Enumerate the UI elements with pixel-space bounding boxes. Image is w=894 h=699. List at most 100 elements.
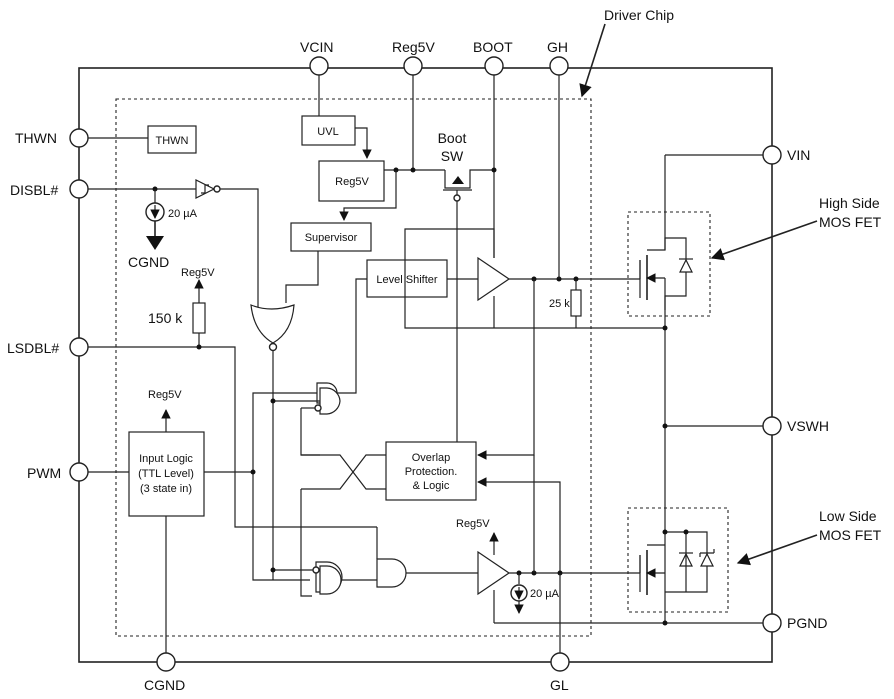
wire-high-driver-supply xyxy=(404,228,665,329)
wire-disbl-to-nor xyxy=(220,188,259,310)
supervisor-block xyxy=(290,222,372,252)
junction-boot xyxy=(491,167,497,173)
current-label-top: 20 µA xyxy=(168,208,198,220)
and-gate-upper-body xyxy=(319,387,341,415)
pin-label-reg5v: Reg5V xyxy=(392,39,435,55)
and-gate-final xyxy=(376,558,407,588)
pin-label-gh: GH xyxy=(547,39,568,55)
input-logic-block xyxy=(128,431,205,517)
uvl-block xyxy=(301,115,356,146)
high-side-label-1: High Side xyxy=(819,195,880,211)
resistor-150k-label: 150 k xyxy=(148,310,183,326)
nor-gate xyxy=(250,304,295,344)
pin-label-gl: GL xyxy=(550,677,569,693)
high-side-driver xyxy=(477,256,511,302)
pin-vcin xyxy=(309,56,329,76)
pin-label-lsdbl: LSDBL# xyxy=(7,340,59,356)
pin-pwm xyxy=(69,462,89,482)
pin-label-thwn: THWN xyxy=(15,130,57,146)
low-side-mosfet-box xyxy=(627,507,729,613)
junction-reg5v-2 xyxy=(410,167,416,173)
wire-to-level-shifter xyxy=(337,278,367,394)
cgnd-arrow xyxy=(146,236,164,250)
pin-disbl xyxy=(69,179,89,199)
current-label-bottom: 20 µA xyxy=(530,588,560,600)
package-outline xyxy=(78,67,773,663)
reg5v-input-logic-label: Reg5V xyxy=(148,389,182,401)
wire-gl-sense xyxy=(477,477,561,573)
overlap-label-1: Overlap xyxy=(412,452,451,464)
high-fet-diode xyxy=(679,258,693,273)
uvl-block-label: UVL xyxy=(317,126,338,138)
pin-label-vin: VIN xyxy=(787,147,810,163)
schmitt-symbol xyxy=(201,184,209,194)
driver-chip-pointer xyxy=(579,23,606,98)
junction-low-drain xyxy=(662,529,668,535)
and-upper-bubble xyxy=(314,404,322,412)
high-side-pointer xyxy=(710,220,818,261)
junction-pwm-logic xyxy=(250,469,256,475)
pin-vswh xyxy=(762,416,782,436)
wire-and-lower-feedback xyxy=(300,489,312,597)
junction-pgnd xyxy=(662,620,668,626)
supervisor-block-label: Supervisor xyxy=(305,232,358,244)
low-side-driver xyxy=(477,550,511,596)
driver-chip-label: Driver Chip xyxy=(604,7,674,23)
inverter-bubble xyxy=(213,185,221,193)
pin-label-pgnd: PGND xyxy=(787,615,827,631)
low-side-pointer xyxy=(736,534,818,566)
overlap-label-2: Protection. xyxy=(405,466,458,478)
high-fet-body xyxy=(647,237,687,310)
junction-nor-lower xyxy=(270,567,276,573)
resistor-25k xyxy=(570,289,582,317)
level-shifter-label: Level Shifter xyxy=(376,274,437,286)
reg5v-block xyxy=(318,160,385,202)
overlap-protection-block xyxy=(385,441,477,501)
pin-thwn xyxy=(69,128,89,148)
pin-label-disbl: DISBL# xyxy=(10,182,58,198)
wire-uvl-to-reg5v xyxy=(355,127,372,159)
driver-chip-outline xyxy=(115,98,592,637)
junction-lsdbl xyxy=(196,344,202,350)
overlap-label-3: & Logic xyxy=(413,480,450,492)
boot-sw-label-1: Boot xyxy=(438,130,467,146)
boot-switch xyxy=(444,169,494,189)
boot-sw-label-2: SW xyxy=(441,148,464,164)
reg5v-resistor-label: Reg5V xyxy=(181,267,215,279)
high-side-label-2: MOS FET xyxy=(819,214,882,230)
low-fet-schottky xyxy=(700,552,714,567)
pin-cgnd xyxy=(156,652,176,672)
wire-pwm-logic-low xyxy=(252,472,310,581)
pin-vin xyxy=(762,145,782,165)
and-lower-bubble xyxy=(312,566,320,574)
reg5v-driver-label: Reg5V xyxy=(456,518,490,530)
pin-label-boot: BOOT xyxy=(473,39,513,55)
resistor-150k xyxy=(192,302,206,334)
pin-lsdbl xyxy=(69,337,89,357)
pin-reg5v xyxy=(403,56,423,76)
pin-gl xyxy=(550,652,570,672)
wire-to-supervisor xyxy=(339,170,397,221)
pin-label-cgnd: CGND xyxy=(144,677,185,693)
low-side-label-2: MOS FET xyxy=(819,527,882,543)
pin-label-vcin: VCIN xyxy=(300,39,333,55)
reg5v-block-label: Reg5V xyxy=(335,176,369,188)
thwn-block xyxy=(147,125,197,154)
wire-cross-2 xyxy=(301,454,386,490)
junction-low-diode xyxy=(683,529,689,535)
boot-switch-bubble xyxy=(453,194,461,202)
low-fet-schottky-bar xyxy=(699,549,715,557)
pin-label-vswh: VSWH xyxy=(787,418,829,434)
boot-switch-arrow xyxy=(452,176,464,184)
resistor-25k-label: 25 k xyxy=(549,298,570,310)
pin-label-pwm: PWM xyxy=(27,465,61,481)
pin-pgnd xyxy=(762,613,782,633)
wire-supervisor-to-nor xyxy=(285,251,319,303)
wire-and-upper-feedback xyxy=(300,408,320,456)
cgnd-internal-label: CGND xyxy=(128,254,169,270)
nor-bubble xyxy=(268,342,278,352)
input-logic-label-3: (3 state in) xyxy=(140,483,192,495)
input-logic-label-2: (TTL Level) xyxy=(138,468,194,480)
input-logic-label-1: Input Logic xyxy=(139,453,193,465)
